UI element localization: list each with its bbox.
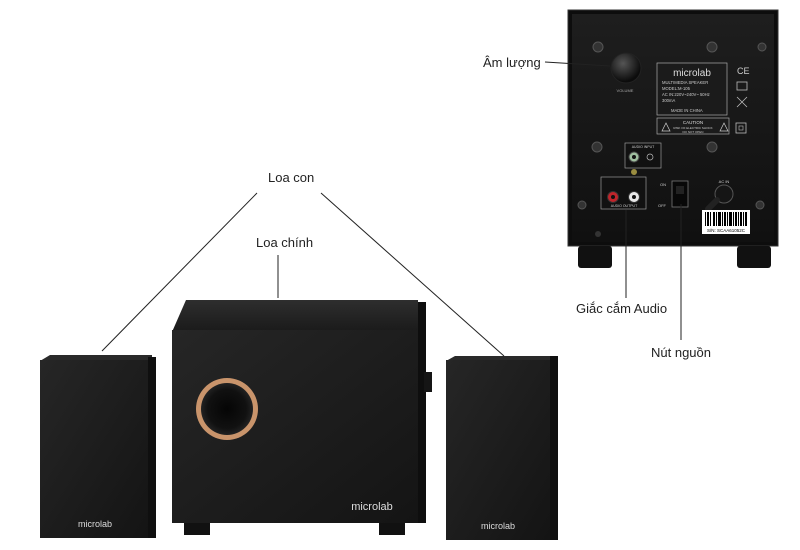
svg-text:CAUTION: CAUTION xyxy=(683,120,703,125)
cert-icon xyxy=(736,81,748,91)
input-symbol-icon xyxy=(646,153,654,161)
warning-icon xyxy=(661,122,671,132)
screw xyxy=(757,42,767,52)
svg-text:MADE IN CHINA: MADE IN CHINA xyxy=(671,108,703,113)
left-satellite-brand: microlab xyxy=(78,519,112,529)
sub-foot-left xyxy=(184,523,210,535)
left-satellite-speaker: microlab xyxy=(40,355,156,538)
svg-text:RISK OF ELECTRIC SHOCK: RISK OF ELECTRIC SHOCK xyxy=(673,126,712,130)
label-loa-con: Loa con xyxy=(268,170,315,185)
barcode-icon xyxy=(705,212,747,226)
weee-icon xyxy=(736,96,748,108)
screw xyxy=(577,200,587,210)
svg-text:ON: ON xyxy=(660,182,666,187)
screw xyxy=(706,41,718,53)
sub-foot-right xyxy=(379,523,405,535)
bass-port xyxy=(201,383,253,435)
caution-plate xyxy=(656,117,730,135)
svg-text:AUDIO INPUT: AUDIO INPUT xyxy=(632,145,655,149)
svg-text:AUDIO OUTPUT: AUDIO OUTPUT xyxy=(611,204,638,208)
volume-knob-side xyxy=(424,372,432,392)
svg-text:300mA: 300mA xyxy=(662,98,675,103)
screw xyxy=(706,141,718,153)
svg-text:MODEL:M-105: MODEL:M-105 xyxy=(662,86,691,91)
spec-plate xyxy=(656,62,728,116)
svg-text:OFF: OFF xyxy=(658,203,667,208)
audio-output-plate xyxy=(600,176,647,210)
rear-brand: microlab xyxy=(673,68,711,79)
leader-loa-con-left xyxy=(101,192,258,352)
subwoofer-brand: microlab xyxy=(351,501,393,513)
label-loa-chinh: Loa chính xyxy=(256,235,314,250)
warning-icon xyxy=(719,122,729,132)
volume-knob-icon xyxy=(610,52,642,84)
right-satellite-speaker: microlab xyxy=(446,356,558,540)
svg-text:CE: CE xyxy=(737,66,750,76)
subwoofer-speaker: microlab xyxy=(172,300,432,535)
rear-foot-left xyxy=(578,246,612,268)
label-am-luong: Âm lượng xyxy=(483,55,541,70)
screw xyxy=(595,231,601,237)
volume-text: VOLUME xyxy=(617,88,634,93)
rear-foot-right xyxy=(737,246,771,268)
rear-view: VOLUME microlab MULTIMEDIA SPEAKER MODEL… xyxy=(567,9,779,268)
svg-text:AC IN: AC IN xyxy=(719,179,730,184)
label-nut-nguon: Nút nguồn xyxy=(651,345,711,360)
svg-text:AC IN:220V~240V~ 50Hz: AC IN:220V~240V~ 50Hz xyxy=(662,92,710,97)
svg-text:S/N: SCAA61052C: S/N: SCAA61052C xyxy=(707,228,746,233)
double-insulation-icon xyxy=(735,122,747,134)
spec-lines: MULTIMEDIA SPEAKER MODEL:M-105 AC IN:220… xyxy=(662,80,710,113)
svg-text:MULTIMEDIA SPEAKER: MULTIMEDIA SPEAKER xyxy=(662,80,708,85)
label-giac-cam-audio: Giắc cắm Audio xyxy=(576,301,668,316)
screw xyxy=(591,141,603,153)
screw xyxy=(755,200,765,210)
leader-am-luong xyxy=(544,61,611,67)
leader-lines xyxy=(101,61,682,357)
indicator-led xyxy=(631,169,637,175)
right-satellite-brand: microlab xyxy=(481,521,515,531)
leader-loa-con-right xyxy=(320,192,505,357)
screw xyxy=(592,41,604,53)
svg-text:DO NOT OPEN: DO NOT OPEN xyxy=(683,130,704,134)
